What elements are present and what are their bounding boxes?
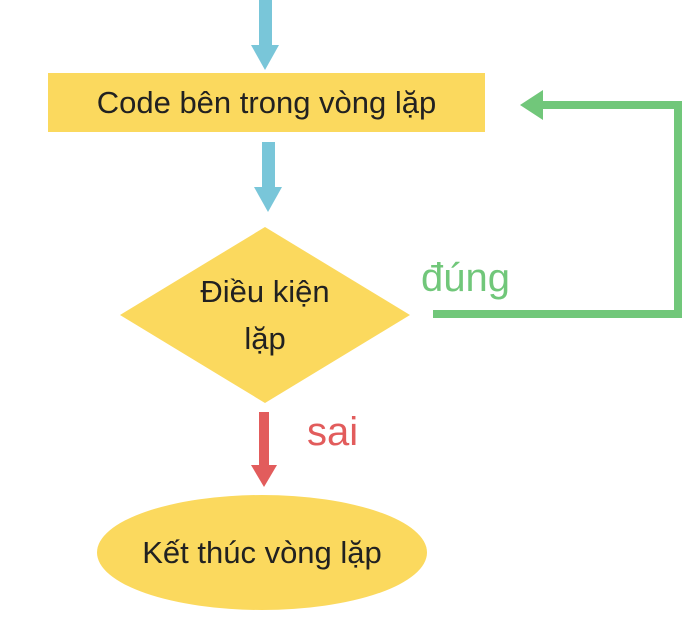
true-branch-line-top [543,101,682,109]
entry-arrow-head-icon [251,45,279,70]
false-branch-arrow-head-icon [251,465,277,487]
end-node-label: Kết thúc vòng lặp [142,534,382,570]
condition-node: Điều kiện lặp [120,227,410,403]
false-branch-arrow-shaft [259,412,269,465]
end-node: Kết thúc vòng lặp [97,495,427,610]
loop-body-node: Code bên trong vòng lặp [48,73,485,132]
false-branch-label: sai [307,410,359,454]
entry-arrow-shaft [259,0,272,46]
condition-label-line2: lặp [244,321,286,356]
body-to-condition-arrow-shaft [262,142,275,188]
true-branch-line-bottom [433,310,682,318]
loop-body-label: Code bên trong vòng lặp [96,84,437,120]
condition-label-line1: Điều kiện [200,274,330,309]
true-branch-label: đúng [421,256,510,300]
true-branch-arrow-head-icon [520,90,543,120]
true-branch-line-vertical [674,101,682,318]
body-to-condition-arrow-head-icon [254,187,282,212]
